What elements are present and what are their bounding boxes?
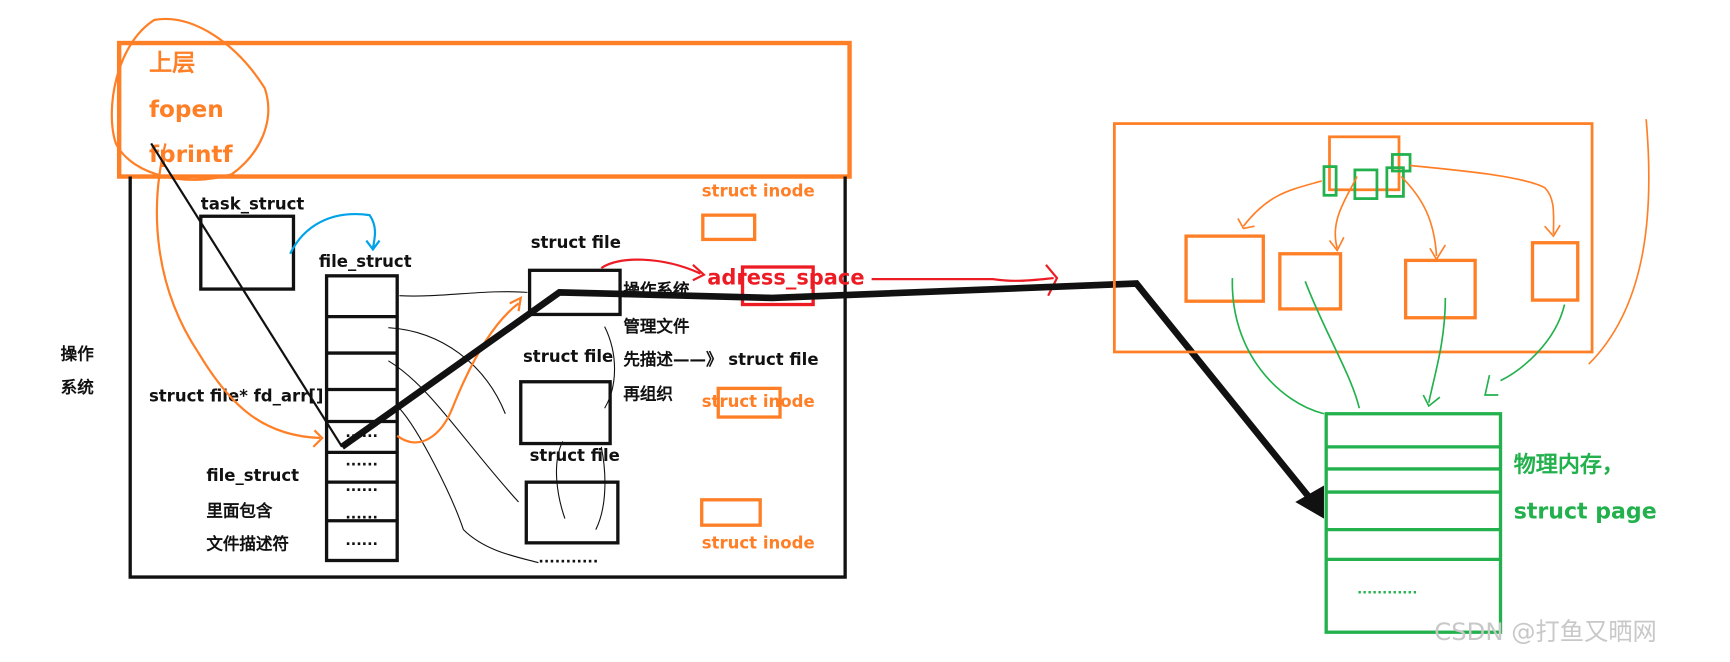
watermark: CSDN @打鱼又晒网 bbox=[1434, 617, 1657, 646]
page-cache-box bbox=[1112, 122, 1594, 354]
page-node-boxes bbox=[1184, 234, 1580, 320]
physical-memory-column bbox=[1324, 412, 1503, 634]
address-space-box bbox=[740, 265, 815, 307]
upper-layer-box bbox=[116, 40, 852, 179]
radix-arrows bbox=[1237, 119, 1650, 365]
struct-file-1-label: struct file bbox=[531, 233, 621, 252]
upper-layer-circle bbox=[110, 17, 270, 181]
physical-memory-dots: ............ bbox=[1357, 583, 1417, 598]
file-struct-label: file_struct bbox=[319, 252, 412, 271]
orange-file-arrow bbox=[396, 295, 523, 444]
radix-slots bbox=[1322, 153, 1412, 200]
black-call-path-thin bbox=[150, 142, 343, 448]
fd-arr-label: struct file* fd_arr[] bbox=[149, 387, 324, 406]
radix-root-box bbox=[1328, 135, 1401, 192]
os-note-line3: 先描述——》 struct file bbox=[623, 349, 818, 369]
fd-dots-5: ...... bbox=[345, 533, 378, 549]
black-arrow-head bbox=[1295, 485, 1324, 519]
struct-file-3-label: struct file bbox=[530, 446, 620, 465]
struct-file-3-box bbox=[524, 480, 620, 545]
os-note-line4: 再组织 bbox=[623, 383, 673, 403]
address-space-label: adress_space bbox=[707, 266, 864, 290]
os-label-line2: 系统 bbox=[61, 377, 95, 397]
os-note-line2: 管理文件 bbox=[623, 316, 690, 336]
task-struct-box bbox=[199, 214, 296, 291]
struct-file-2-label: struct file bbox=[523, 347, 613, 366]
fd-dots-2: ...... bbox=[345, 454, 378, 470]
black-call-path-thick bbox=[340, 280, 1316, 505]
task-struct-label: task_struct bbox=[201, 195, 305, 214]
inode-2-label: struct inode bbox=[702, 392, 815, 411]
struct-page-label: struct page bbox=[1514, 500, 1657, 525]
fs-note-line2: 里面包含 bbox=[206, 500, 273, 520]
fs-note-line3: 文件描述符 bbox=[206, 533, 289, 553]
inode-1-box bbox=[701, 213, 757, 242]
orange-fd-arrow bbox=[155, 143, 324, 448]
fd-array bbox=[324, 274, 399, 563]
struct-file-2-box bbox=[519, 380, 612, 446]
os-box bbox=[128, 176, 847, 579]
red-arrow-to-address-space bbox=[600, 258, 706, 282]
inode-3-label: struct inode bbox=[702, 533, 815, 552]
upper-layer-title: 上层 bbox=[149, 51, 195, 77]
inode-1-label: struct inode bbox=[702, 181, 815, 200]
page-mapping-arrows bbox=[1231, 278, 1566, 415]
inode-3-box bbox=[700, 498, 762, 527]
fd-dots-4: ...... bbox=[345, 507, 378, 523]
fopen-label: fopen bbox=[149, 97, 224, 123]
fs-note-line1: file_struct bbox=[206, 466, 299, 485]
blue-arrow bbox=[289, 213, 381, 255]
struct-file-more: ........... bbox=[538, 551, 598, 567]
inode-2-box bbox=[716, 386, 782, 419]
os-label-line1: 操作 bbox=[61, 344, 95, 364]
physical-memory-label: 物理内存， bbox=[1514, 452, 1624, 478]
fd-dots-3: ...... bbox=[345, 479, 378, 495]
